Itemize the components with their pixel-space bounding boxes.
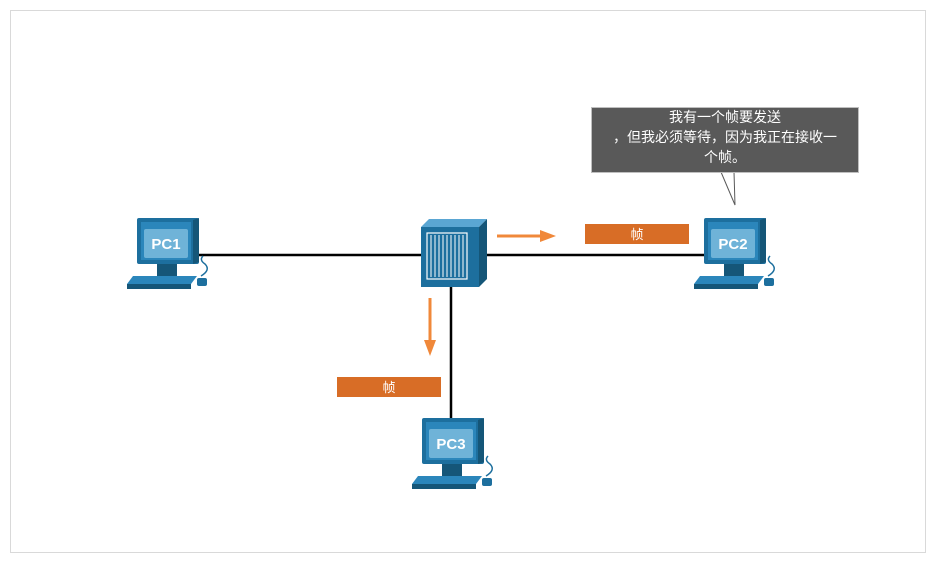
callout-line-2: ，但我必须等待，因为我正在接收一 bbox=[613, 130, 837, 146]
pc3-computer-icon[interactable]: PC3 bbox=[412, 418, 493, 489]
pc1-label: PC1 bbox=[151, 236, 180, 253]
arrow-right-icon bbox=[497, 230, 556, 242]
frame-to-pc2-label: 帧 bbox=[630, 228, 643, 243]
pc2-label: PC2 bbox=[718, 236, 747, 253]
callout-pointer bbox=[720, 171, 736, 206]
frame-to-pc3-label: 帧 bbox=[382, 381, 395, 396]
frame-to-pc2: 帧 bbox=[585, 224, 689, 244]
frame-to-pc3: 帧 bbox=[337, 377, 441, 397]
pc2-speech-bubble: 我有一个帧要发送 ，但我必须等待，因为我正在接收一 个帧。 bbox=[591, 107, 859, 173]
pc2-computer-icon[interactable]: PC2 bbox=[694, 218, 775, 289]
switch-icon[interactable] bbox=[421, 219, 487, 287]
callout-line-3: 个帧。 bbox=[704, 150, 746, 166]
callout-line-1: 我有一个帧要发送 bbox=[669, 110, 781, 126]
pc3-label: PC3 bbox=[436, 436, 465, 453]
arrow-down-icon bbox=[424, 298, 436, 356]
pc1-computer-icon[interactable]: PC1 bbox=[127, 218, 208, 289]
